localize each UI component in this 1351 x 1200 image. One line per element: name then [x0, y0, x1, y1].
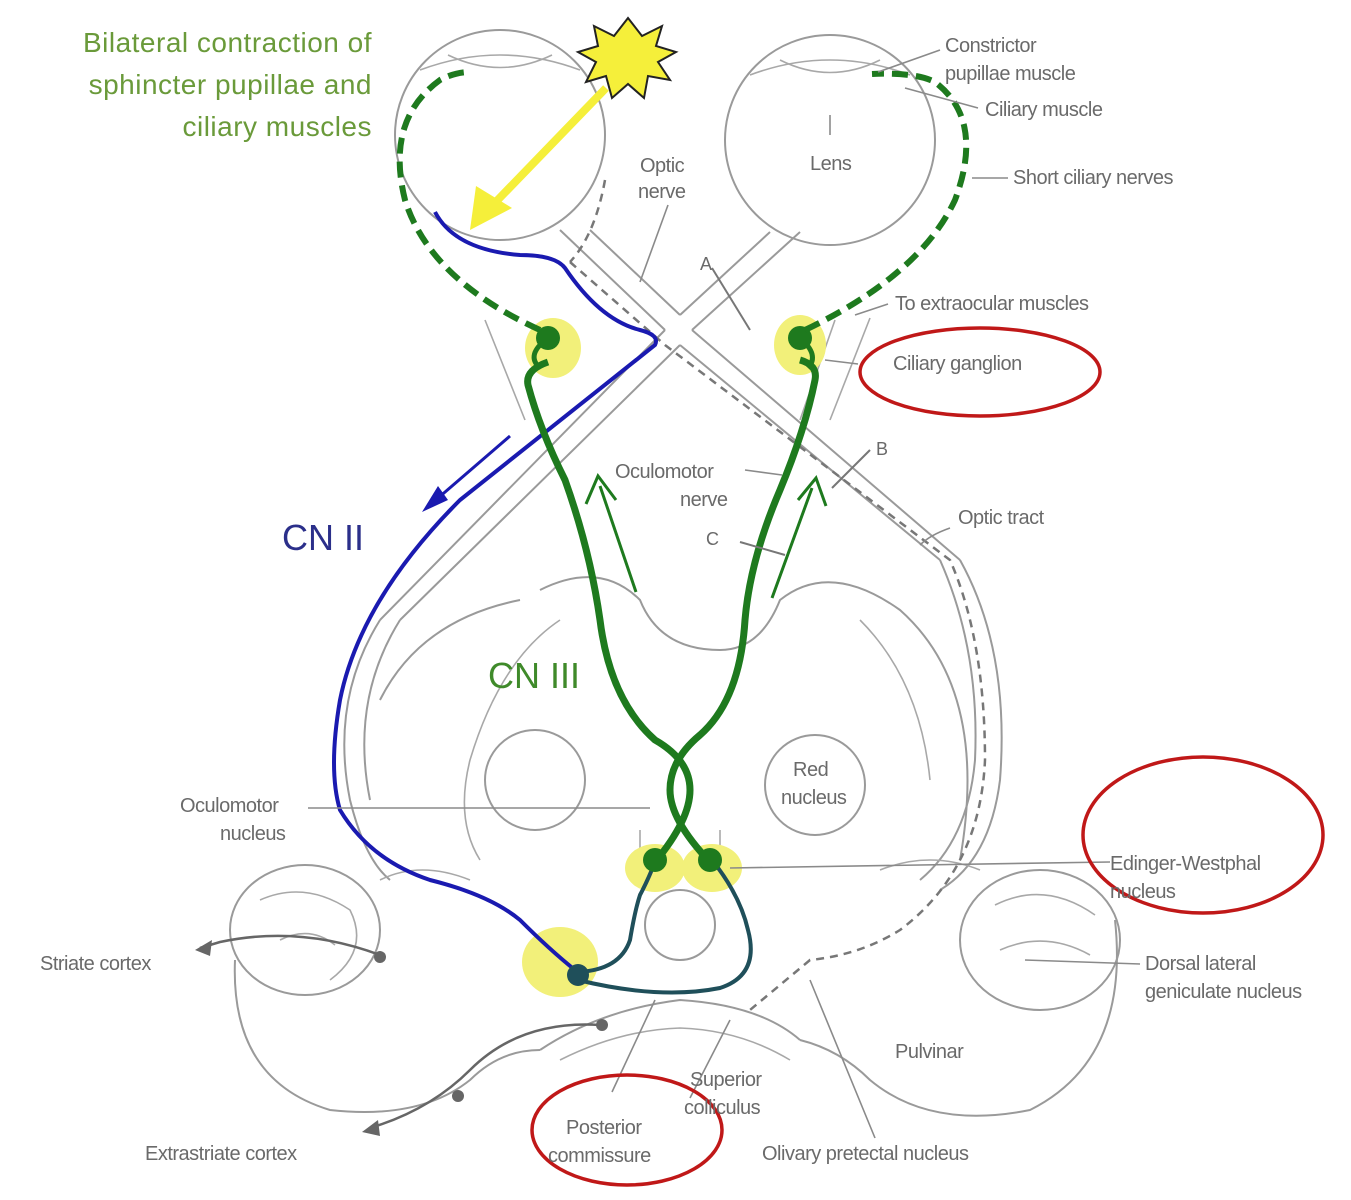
- title-line-3: ciliary muscles: [182, 111, 372, 142]
- right-ew-nucleus-dot: [698, 848, 722, 872]
- lens-label: Lens: [810, 153, 852, 175]
- striate-arrow-icon: [195, 940, 212, 956]
- right-eyeball: [724, 34, 936, 246]
- light-burst-icon: [575, 16, 679, 100]
- dorsal-lateral-label-1: Dorsal lateral: [1145, 953, 1256, 975]
- pretectal-connections: [567, 858, 753, 995]
- cn2-arrow-icon: [422, 486, 448, 512]
- red-nucleus-outline: [764, 734, 866, 836]
- olivary-label: Olivary pretectal nucleus: [762, 1143, 969, 1165]
- cn3-left-arrow-icon: [584, 473, 618, 505]
- oculomotor-nerve-label-2: nerve: [680, 489, 728, 511]
- ciliary-ganglion-label: Ciliary ganglion: [893, 353, 1022, 375]
- light-source: [470, 16, 679, 230]
- anatomy-outlines: [229, 29, 1121, 1117]
- light-arrow-icon: [470, 186, 512, 230]
- cn2-fiber: [332, 211, 658, 972]
- left-ew-nucleus-dot: [643, 848, 667, 872]
- midbrain-outline: [539, 576, 969, 861]
- pretectal-nucleus-dot: [567, 964, 589, 986]
- ciliary-muscle-label: Ciliary muscle: [985, 99, 1103, 121]
- cn3-left-nerve: [524, 358, 694, 865]
- cn3-efferent-path: [396, 69, 970, 872]
- pulvinar-label: Pulvinar: [895, 1041, 964, 1063]
- left-red-nucleus: [484, 729, 586, 831]
- title-line-2: sphincter pupillae and: [89, 69, 372, 100]
- left-eyeball: [394, 29, 606, 241]
- edinger-label-2: nucleus: [1110, 881, 1176, 903]
- superior-colliculus-label-2: colliculus: [684, 1097, 761, 1119]
- extrastriate-label: Extrastriate cortex: [145, 1143, 297, 1165]
- marker-c: C: [706, 529, 719, 549]
- short-ciliary-label: Short ciliary nerves: [1013, 167, 1174, 189]
- posterior-commissure-circle: [530, 1073, 724, 1187]
- dashed-pathways: [569, 179, 987, 1011]
- dorsal-lateral-label-2: geniculate nucleus: [1145, 981, 1302, 1003]
- oculomotor-nucleus-label-1: Oculomotor: [180, 795, 279, 817]
- constrictor-label-1: Constrictor: [945, 35, 1037, 57]
- red-nucleus-label-1: Red: [793, 759, 828, 781]
- emphasis-circles: [530, 326, 1325, 1187]
- marker-a: A: [700, 254, 712, 274]
- edinger-label-1: Edinger-Westphal: [1110, 853, 1261, 875]
- leader-lines: [195, 49, 1141, 1139]
- to-extraocular-label: To extraocular muscles: [895, 293, 1089, 315]
- posterior-commissure-label-1: Posterior: [566, 1117, 642, 1139]
- title-line-1: Bilateral contraction of: [83, 27, 372, 58]
- optic-tract-label: Optic tract: [958, 507, 1045, 529]
- cn3-right-arrow-icon: [796, 474, 828, 507]
- right-short-ciliary: [803, 70, 970, 333]
- superior-colliculus-label-1: Superior: [690, 1069, 762, 1091]
- oculomotor-nerve-label-1: Oculomotor: [615, 461, 714, 483]
- ciliary-ganglion-circle: [858, 326, 1102, 418]
- optic-nerve-label-2: nerve: [638, 181, 686, 203]
- left-short-ciliary: [396, 69, 542, 333]
- optic-nerve-label-1: Optic: [640, 155, 685, 177]
- striate-label: Striate cortex: [40, 953, 151, 975]
- oculomotor-nucleus-label-2: nucleus: [220, 823, 286, 845]
- edinger-westphal-circle: [1081, 755, 1325, 915]
- cn2-afferent-path: [332, 211, 658, 972]
- cn2-label: CN II: [282, 517, 364, 558]
- extrastriate-arrow-icon: [362, 1120, 380, 1136]
- constrictor-label-2: pupillae muscle: [945, 63, 1076, 85]
- text-labels: Bilateral contraction of sphincter pupil…: [40, 27, 1303, 1167]
- cn3-right-nerve: [666, 356, 819, 865]
- cn3-label: CN III: [488, 655, 580, 696]
- red-nucleus-label-2: nucleus: [781, 787, 847, 809]
- marker-b: B: [876, 439, 888, 459]
- posterior-commissure-label-2: commissure: [548, 1145, 651, 1167]
